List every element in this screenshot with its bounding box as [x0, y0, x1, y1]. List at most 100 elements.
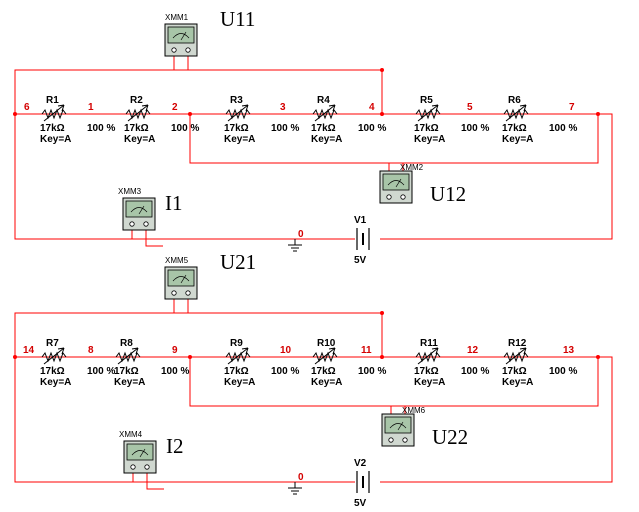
meter-display [382, 173, 410, 191]
node-label: 14 [23, 345, 35, 356]
meter-lead [390, 406, 406, 414]
meter-scale-icon [172, 276, 190, 282]
wiper-arrow [505, 104, 527, 122]
terminal-plus [386, 194, 392, 200]
wiper-arrow [417, 347, 439, 365]
multimeter: XMM6 [381, 406, 426, 447]
arrow-head [431, 347, 439, 355]
junction-dot [380, 112, 384, 116]
resistor-key: Key=A [224, 377, 255, 388]
resistor-key: Key=A [114, 377, 145, 388]
ground-symbol: 0 [288, 229, 304, 252]
junction-dot [596, 112, 600, 116]
wiper-arrow [314, 104, 336, 122]
resistor-key: Key=A [502, 134, 533, 145]
resistor-name: R3 [230, 95, 243, 106]
source-value: 5V [354, 255, 367, 266]
terminal-plus [171, 290, 177, 296]
resistor-name: R8 [120, 338, 133, 349]
resistor-name: R1 [46, 95, 59, 106]
node-label: 11 [361, 345, 372, 356]
wiper-arrow [43, 104, 65, 122]
multimeter: XMM1 [164, 13, 198, 57]
resistor-zigzag [503, 351, 529, 363]
junction-dot [380, 68, 384, 72]
resistor-name: R9 [230, 338, 243, 349]
meter-scale-icon [130, 207, 148, 213]
meter-needle-icon [397, 421, 404, 431]
resistor-zigzag [225, 108, 251, 120]
terminal-plus [130, 464, 136, 470]
meter-name: XMM3 [118, 187, 142, 196]
meter-scale-icon [131, 450, 149, 456]
return-wire [14, 113, 613, 240]
meter-label-u1: U11 [220, 7, 255, 31]
resistor-value: 17kΩ [224, 123, 249, 134]
meter-needle-icon [180, 274, 187, 284]
return-wire [14, 356, 613, 483]
wiper-arrow [117, 347, 139, 365]
arrow-head [328, 104, 336, 112]
meter-name: XMM1 [165, 13, 189, 22]
meter-scale-icon [387, 180, 405, 186]
resistor-name: R6 [508, 95, 521, 106]
resistor-percent: 100 % [87, 366, 115, 377]
mid-meter-wire [189, 114, 599, 164]
ground-node-label: 0 [298, 229, 304, 240]
arrow-head [241, 104, 249, 112]
wiper-arrow [314, 347, 336, 365]
multimeter: XMM5 [164, 256, 198, 300]
resistor-percent: 100 % [271, 366, 299, 377]
meter-name: XMM6 [402, 406, 426, 415]
multimeter: XMM4 [119, 430, 157, 474]
meter-needle-icon [138, 205, 145, 215]
top-meter-wire [14, 69, 383, 114]
mid-meter-wire [189, 357, 599, 407]
terminal-minus [144, 464, 150, 470]
node-label: 7 [569, 102, 575, 113]
wiper-arrow [417, 104, 439, 122]
wiper-arrow [227, 347, 249, 365]
resistor-zigzag [41, 351, 67, 363]
source-value: 5V [354, 498, 367, 509]
resistor-zigzag [503, 108, 529, 120]
node-label: 5 [467, 102, 473, 113]
terminal-minus [185, 47, 191, 53]
ground-node-label: 0 [298, 472, 304, 483]
resistor-key: Key=A [124, 134, 155, 145]
meter-label-u2: U12 [430, 182, 466, 206]
resistor-value: 17kΩ [114, 366, 139, 377]
meter-lead [131, 230, 163, 247]
resistor-value: 17kΩ [502, 123, 527, 134]
resistor-name: R4 [317, 95, 330, 106]
junction-dot [188, 112, 192, 116]
meter-label-u2: U22 [432, 425, 468, 449]
junction-dot [380, 355, 384, 359]
wiper-arrow [505, 347, 527, 365]
resistor-key: Key=A [311, 134, 342, 145]
resistor-key: Key=A [502, 377, 533, 388]
wiper-arrow [127, 104, 149, 122]
meter-lead [132, 473, 164, 490]
resistor-percent: 100 % [549, 123, 577, 134]
arrow-head [519, 347, 527, 355]
resistor-value: 17kΩ [224, 366, 249, 377]
resistor-value: 17kΩ [414, 123, 439, 134]
node-label: 2 [172, 102, 178, 113]
node-label: 9 [172, 345, 178, 356]
terminal-plus [388, 437, 394, 443]
terminal-minus [402, 437, 408, 443]
meter-scale-icon [389, 423, 407, 429]
resistor-percent: 100 % [358, 366, 386, 377]
source-name: V1 [354, 215, 367, 226]
multimeter: XMM2 [379, 163, 424, 204]
junction-dot [188, 355, 192, 359]
meter-needle-icon [180, 31, 187, 41]
